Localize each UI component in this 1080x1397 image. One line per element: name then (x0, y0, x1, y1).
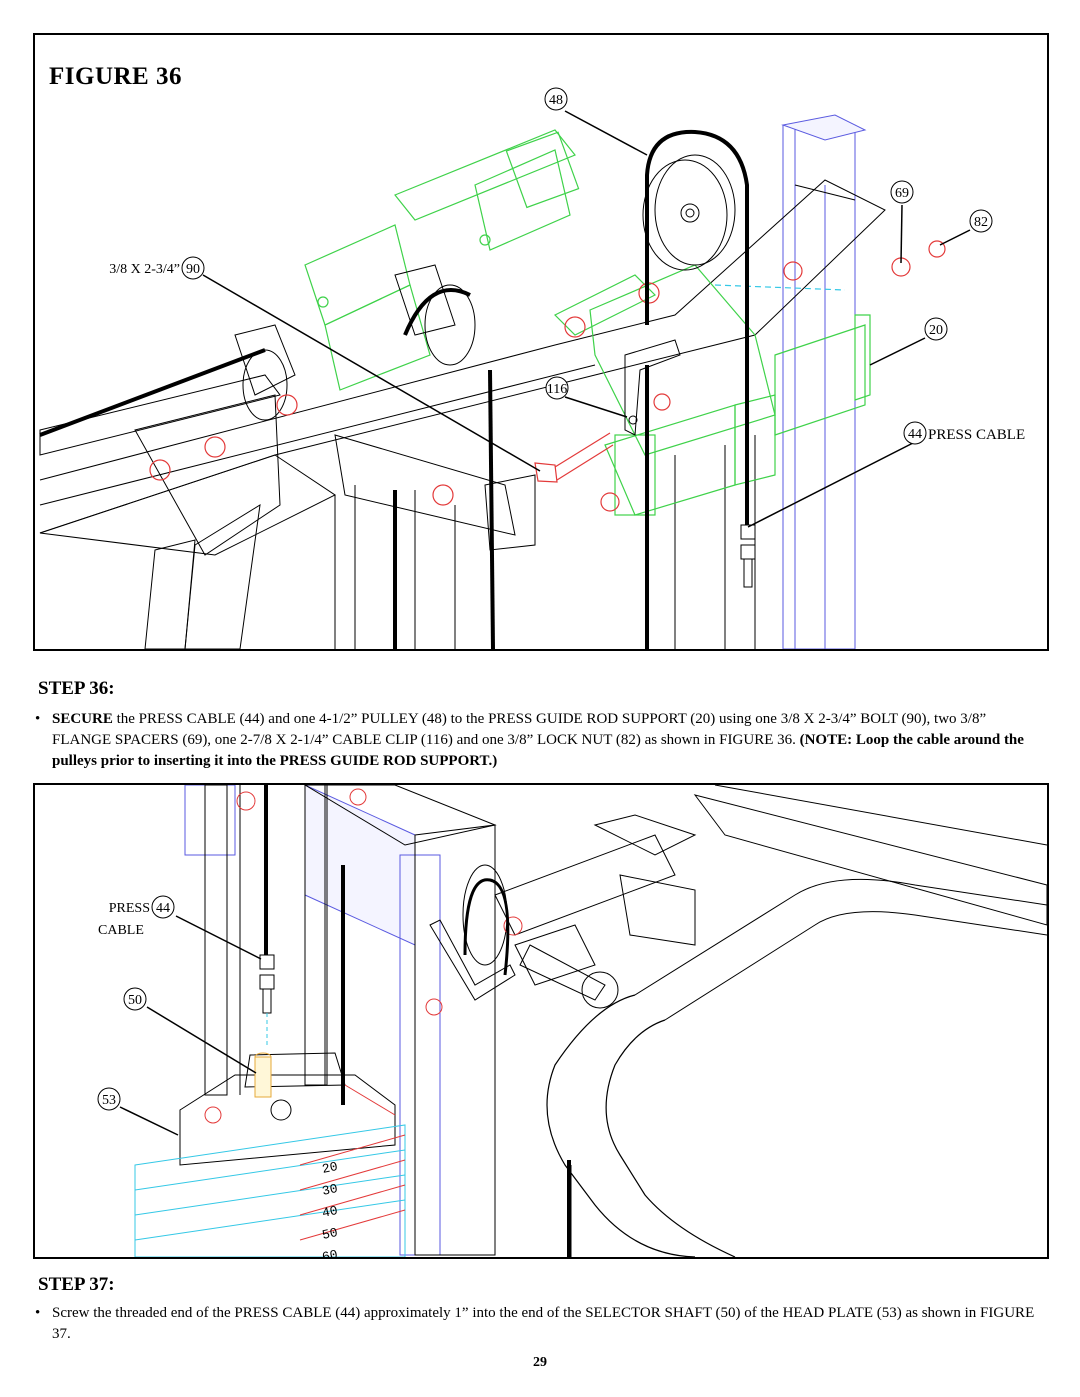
callout-48-circle (544, 87, 568, 111)
callout-116-circle (545, 376, 569, 400)
callout-44-label-press: PRESS (109, 901, 150, 916)
press-cable-end-fitting (740, 524, 756, 588)
callout-20-circle (924, 317, 948, 341)
hex-nuts (149, 240, 946, 512)
lower-pulley (429, 864, 516, 1001)
callout-44-circle (903, 421, 927, 445)
left-pulleys (234, 264, 476, 421)
press-cable-line (39, 129, 749, 649)
weight-label-30: 30 (321, 1181, 339, 1199)
callout-labels: 48 69 82 3/8 X 2-3/4” 90 20 116 44 PRESS… (109, 93, 1025, 443)
step-37-text: Screw the threaded end of the PRESS CABL… (52, 1305, 1035, 1342)
cables (264, 785, 571, 1257)
green-upper-bracket (304, 129, 580, 391)
callout-20: 20 (929, 323, 943, 338)
press-guide-rod-support-frame (781, 114, 867, 649)
step-36-text: SECURE the PRESS CABLE (44) and one 4-1/… (52, 709, 1045, 772)
head-plate (179, 1052, 396, 1166)
pulley-48 (642, 154, 736, 271)
step-36-paragraph: • SECURE the PRESS CABLE (44) and one 4-… (35, 709, 1045, 772)
weight-labels: 20 30 40 50 60 (321, 1159, 339, 1257)
cable-clip-116 (624, 339, 681, 436)
callout-48: 48 (549, 93, 563, 108)
step-37-bullet: • (35, 1305, 41, 1321)
step-37-paragraph: • Screw the threaded end of the PRESS CA… (35, 1303, 1045, 1345)
callout-82-circle (969, 209, 993, 233)
callout-44: 44 (908, 427, 922, 442)
callout-44-fig37: 44 (156, 901, 170, 916)
callout-69-circle (890, 180, 914, 204)
step-36-bullet: • (35, 711, 41, 727)
selector-shaft-50 (254, 1052, 272, 1098)
callout-90-prefix: 3/8 X 2-3/4” (109, 262, 180, 277)
callout-circles (181, 87, 993, 445)
callout-69: 69 (895, 186, 909, 201)
callout-labels-37: PRESS 44 CABLE 50 53 (98, 901, 170, 1108)
step-36-body: the PRESS CABLE (44) and one 4-1/2” PULL… (52, 711, 987, 748)
step-36-secure: SECURE (52, 711, 113, 727)
callout-44-label: PRESS CABLE (928, 427, 1025, 443)
figure-37-drawing: 20 30 40 50 60 (97, 785, 1047, 1257)
callout-circles-37 (97, 895, 175, 1111)
figure-36-drawing: 48 69 82 3/8 X 2-3/4” 90 20 116 44 PRESS… (39, 87, 1025, 649)
page-number: 29 (533, 1355, 547, 1370)
callout-90: 90 (186, 262, 200, 277)
callout-116: 116 (547, 382, 567, 397)
main-horizontal-beam (39, 179, 886, 649)
frame-structure (204, 785, 1047, 1257)
callout-leaders-37 (119, 915, 262, 1136)
step-36-note: (NOTE: Loop the cable around the pulleys… (52, 732, 1024, 769)
figure-37: 20 30 40 50 60 (33, 783, 1049, 1259)
step-37-heading: STEP 37: (38, 1274, 115, 1295)
cable-end-fitting (259, 954, 275, 1045)
weight-stack-red (204, 788, 523, 1241)
weight-label-50: 50 (321, 1225, 339, 1243)
callout-82: 82 (974, 215, 988, 230)
weight-label-40: 40 (321, 1203, 339, 1221)
callout-53: 53 (102, 1093, 116, 1108)
weight-label-60: 60 (321, 1247, 339, 1257)
callout-90-circle (181, 256, 205, 280)
blue-frame (184, 785, 441, 1256)
figure-36-title: FIGURE 36 (49, 63, 182, 90)
step-36-heading: STEP 36: (38, 678, 115, 699)
callout-50: 50 (128, 993, 142, 1008)
green-guide-rod-support (553, 264, 871, 516)
weight-label-20: 20 (321, 1159, 339, 1177)
callout-leaders (202, 110, 971, 528)
weight-stack (134, 1124, 406, 1257)
callout-44-label-cable: CABLE (98, 923, 144, 938)
bolt-90 (534, 432, 614, 483)
figure-36: FIGURE 36 (33, 33, 1049, 651)
